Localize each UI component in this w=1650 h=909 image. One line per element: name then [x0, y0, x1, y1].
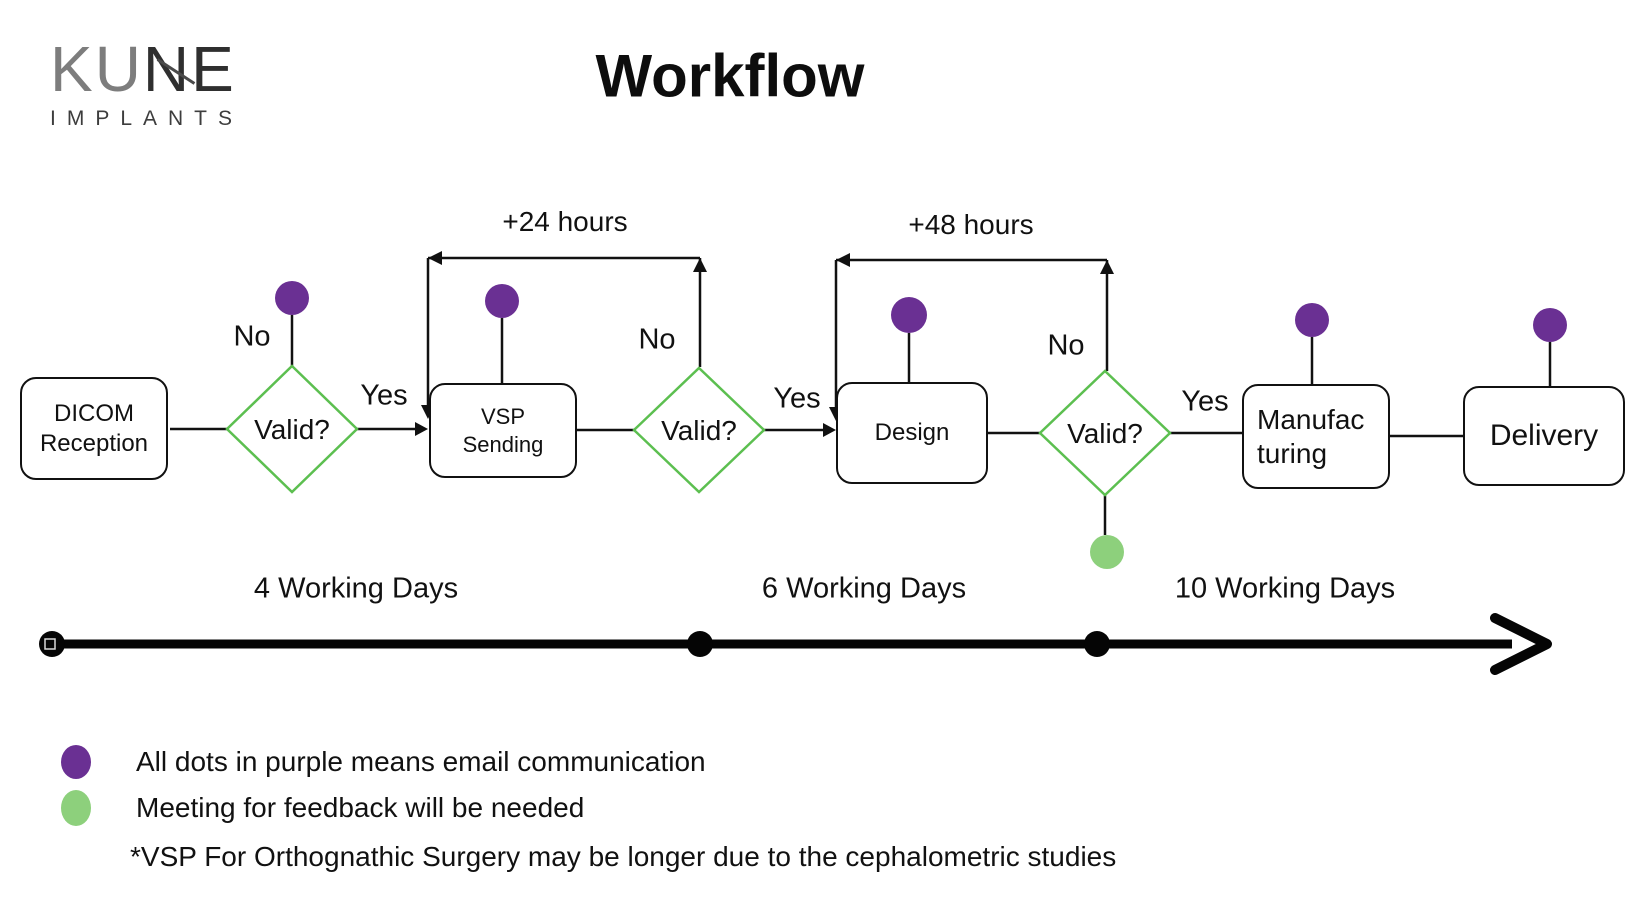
loop-24h-left-arrowhead	[428, 251, 442, 265]
decision-2-yes-label: Yes	[773, 382, 821, 415]
decision-1-diamond	[225, 364, 359, 494]
email-dot-1	[275, 281, 309, 315]
legend-item-email: All dots in purple means email communica…	[136, 746, 706, 777]
brand-subtitle: IMPLANTS	[50, 107, 244, 131]
legend-meeting-dot	[61, 790, 91, 826]
email-dot-4	[1295, 303, 1329, 337]
node-delivery: Delivery	[1463, 386, 1625, 486]
node-design: Design	[836, 382, 988, 484]
decision-1-no-label: No	[233, 320, 271, 353]
node-manufacturing: Manufac turing	[1242, 384, 1390, 489]
legend-email-dot	[61, 745, 91, 779]
segment-label-4-days: 4 Working Days	[253, 572, 459, 605]
brand-logo: KUNE IMPLANTS	[50, 33, 260, 131]
timeline-dot-2	[687, 631, 713, 657]
email-dot-2	[485, 284, 519, 318]
loop-48h-left-arrowhead	[836, 253, 850, 267]
decision-3-diamond	[1038, 369, 1172, 497]
timeline-dot-3	[1084, 631, 1110, 657]
segment-label-6-days: 6 Working Days	[761, 572, 967, 605]
timeline-start-marker	[44, 638, 56, 650]
footnote: *VSP For Orthognathic Surgery may be lon…	[130, 841, 1117, 872]
loop-24h-label: +24 hours	[502, 206, 628, 237]
timeline-arrowhead	[1490, 613, 1552, 675]
email-dot-5	[1533, 308, 1567, 342]
decision-3-no-label: No	[1047, 329, 1085, 362]
timeline-dot-1	[39, 631, 65, 657]
decision-2-diamond	[632, 366, 766, 494]
page-title: Workflow	[595, 42, 865, 110]
decision-2-no-label: No	[638, 323, 676, 356]
decision-1-question: Valid?	[254, 414, 330, 445]
legend-item-meeting: Meeting for feedback will be needed	[136, 792, 585, 823]
decision-2-question: Valid?	[661, 415, 737, 446]
loop-24h-up-arrowhead	[693, 258, 707, 272]
loop-48h-up-arrowhead	[1100, 260, 1114, 274]
brand-word-gray: KU	[50, 33, 143, 105]
segment-label-10-days: 10 Working Days	[1174, 572, 1396, 605]
brand-word-dark: NE	[142, 33, 236, 105]
node-vsp-sending: VSP Sending	[429, 383, 577, 478]
email-dot-3	[891, 297, 927, 333]
decision-3-question: Valid?	[1067, 418, 1143, 449]
node-dicom-reception: DICOM Reception	[20, 377, 168, 480]
arrowhead-into-vsp	[415, 422, 428, 436]
arrowhead-into-design	[823, 423, 836, 437]
loop-48h-label: +48 hours	[908, 209, 1034, 240]
brand-word: KUNE	[50, 33, 260, 105]
decision-3-yes-label: Yes	[1181, 385, 1229, 418]
decision-1-yes-label: Yes	[360, 379, 408, 412]
meeting-dot	[1090, 535, 1124, 569]
